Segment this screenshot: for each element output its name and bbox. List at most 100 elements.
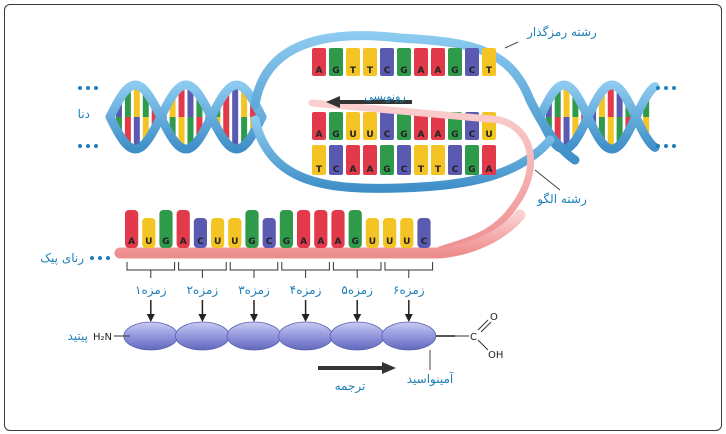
- coding-base: [397, 48, 411, 76]
- mrna-base-letter: C: [197, 237, 204, 247]
- coding-base-letter: G: [332, 66, 339, 76]
- mrna-base: [142, 218, 156, 248]
- dna-right-rung: [598, 117, 605, 143]
- mrna-base: [159, 210, 173, 248]
- dna-right-backbone-2: [535, 80, 660, 154]
- mrna-base-letter: A: [128, 237, 135, 247]
- codon-bracket: [281, 262, 330, 271]
- mrna-base: [176, 210, 190, 248]
- carboxyl-double-bond-2: [480, 321, 492, 333]
- dna-left-rung: [232, 117, 239, 149]
- codon-label: زمزه۵: [341, 283, 373, 298]
- rna-bubble-base: [397, 112, 411, 140]
- template-strand-leader: [534, 169, 561, 191]
- dna-left-rung: [133, 117, 140, 149]
- mrna-base-letter: G: [248, 237, 255, 247]
- mrna-base-letter: U: [386, 237, 393, 247]
- rna-bubble-base-letter: G: [332, 130, 339, 140]
- dna-left-rung: [187, 117, 194, 148]
- codon-bracket: [332, 262, 382, 271]
- codon-bracket: [384, 262, 434, 271]
- coding-base: [380, 48, 394, 76]
- template-strand-label: رشته الگو: [536, 192, 587, 207]
- dna-left-rung: [196, 117, 203, 139]
- codon-label: زمزه۱: [135, 283, 167, 298]
- dna-left-rung: [241, 88, 248, 117]
- mrna-base: [348, 210, 362, 248]
- mrna-base-letter: C: [421, 237, 428, 247]
- mrna-base-letter: U: [145, 237, 152, 247]
- template-base: [431, 145, 445, 175]
- rna-bubble-base: [363, 112, 377, 140]
- peptide-label: پیتید: [67, 329, 88, 343]
- coding-base: [414, 48, 428, 76]
- rna-bubble-base: [346, 112, 360, 140]
- translation-label: ترجمه: [335, 379, 366, 394]
- coding-base: [465, 48, 479, 76]
- rna-bubble-base-letter: G: [400, 130, 407, 140]
- template-base-letter: T: [316, 165, 323, 175]
- mrna-base: [417, 218, 431, 248]
- figure-frame: [4, 4, 722, 431]
- dna-left-backbone-2: [105, 80, 267, 154]
- mrna-base-letter: G: [352, 237, 359, 247]
- mrna-base: [331, 210, 345, 248]
- dna-left-rung: [187, 86, 194, 117]
- codon-arrow-head: [301, 314, 310, 322]
- template-base-letter: A: [367, 165, 374, 175]
- dna-right-rung: [643, 96, 650, 117]
- dna-right-rung: [598, 91, 605, 117]
- dna-right-rung: [607, 85, 614, 117]
- dna-right-rung: [563, 117, 570, 149]
- codon-label: زمزه۶: [393, 283, 425, 298]
- dna-left-rung: [232, 85, 239, 117]
- template-base-letter: G: [383, 165, 390, 175]
- template-base-letter: T: [418, 165, 425, 175]
- codon-arrow-head: [353, 314, 362, 322]
- template-base-letter: C: [452, 165, 459, 175]
- rna-bubble-base: [414, 112, 428, 140]
- template-base-letter: C: [333, 165, 340, 175]
- codon-label: زمزه۲: [187, 283, 219, 298]
- transcription-arrow: [326, 96, 412, 108]
- dna-left-rung: [241, 117, 248, 146]
- amino-acid-bead: [381, 321, 437, 351]
- mrna-base: [314, 210, 328, 248]
- rna-bubble-base: [431, 112, 445, 140]
- mrna-base-letter: U: [231, 237, 238, 247]
- rna-strand-backbone: [308, 99, 534, 254]
- amino-acid-bead: [123, 321, 179, 351]
- mrna-base: [383, 218, 397, 248]
- rna-bubble-base-letter: U: [366, 130, 373, 140]
- codon-label: زمزه۴: [290, 283, 322, 298]
- mrna-base-letter: A: [180, 237, 187, 247]
- rna-bubble-base-letter: G: [451, 130, 458, 140]
- coding-base: [329, 48, 343, 76]
- rna-bubble-base-letter: U: [485, 130, 492, 140]
- mrna-base: [297, 210, 311, 248]
- coding-base-letter: A: [316, 66, 323, 76]
- rna-bubble-base-letter: C: [469, 130, 476, 140]
- coding-base: [312, 48, 326, 76]
- dna-left-rung: [169, 117, 176, 139]
- dna-left-rung: [196, 95, 203, 117]
- rna-bubble-base-letter: U: [349, 130, 356, 140]
- coding-strand-leader: [504, 41, 519, 49]
- coding-base-letter: T: [367, 66, 374, 76]
- mrna-base-letter: A: [317, 237, 324, 247]
- coding-base-letter: G: [451, 66, 458, 76]
- rna-bubble-base-letter: A: [418, 130, 425, 140]
- template-base-letter: A: [486, 165, 493, 175]
- dna-right-rung: [643, 117, 650, 138]
- dna-right-helix: [535, 80, 660, 154]
- dna-right-rung: [554, 87, 561, 117]
- template-base: [448, 145, 462, 175]
- mrna-base: [365, 218, 379, 248]
- peptide-chain: [123, 321, 455, 351]
- rna-bubble-base: [329, 112, 343, 140]
- mrna-base: [228, 218, 242, 248]
